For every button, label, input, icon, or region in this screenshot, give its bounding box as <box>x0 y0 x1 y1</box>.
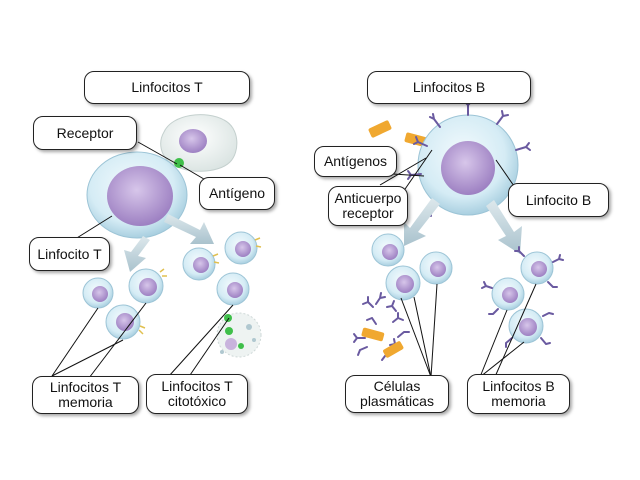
differentiation-arrow-left <box>124 236 150 272</box>
memory-t-cell <box>82 277 114 309</box>
plasma-cells-label: Células plasmáticas <box>345 375 449 413</box>
b-panel-title: Linfocitos B <box>367 71 531 104</box>
plasma-cell <box>419 251 453 285</box>
memory-b-antibodies <box>481 246 564 348</box>
plasma-cell <box>385 265 421 301</box>
memory-t-cell <box>105 304 146 340</box>
cytotoxic-t-cell <box>182 247 220 281</box>
b-leader-lines <box>360 149 537 380</box>
antigens-label: Antígenos <box>314 146 397 177</box>
b-lymphocyte-cell <box>417 114 519 216</box>
memory-b-cell <box>508 308 544 344</box>
differentiation-arrow-left <box>404 198 440 246</box>
receptor-label: Receptor <box>33 116 137 150</box>
antigen-presenting-cell <box>160 114 238 172</box>
memory-b-label: Linfocitos B memoria <box>467 374 570 414</box>
b-lymphocyte-panel <box>353 100 564 380</box>
target-cell-lysis <box>216 312 262 358</box>
antigen-particle <box>368 120 392 138</box>
memory-b-cell <box>491 277 525 311</box>
antigen-antibody-complex <box>361 327 404 358</box>
cytotoxic-t-cell <box>216 272 250 306</box>
cytotoxic-t-label: Linfocitos T citotóxico <box>146 374 248 414</box>
memory-t-cell <box>128 268 167 304</box>
memory-b-cell <box>520 251 554 285</box>
memory-t-label: Linfocitos T memoria <box>32 376 139 414</box>
t-lymphocyte-label: Linfocito T <box>29 237 110 271</box>
cytotoxic-t-cell <box>224 231 262 265</box>
t-lymphocyte-panel <box>51 114 262 379</box>
b-lymphocyte-label: Linfocito B <box>508 183 609 217</box>
antigen-label: Antígeno <box>199 177 275 210</box>
t-panel-title: Linfocitos T <box>84 71 250 104</box>
t-leader-lines <box>51 141 234 379</box>
differentiation-arrow-right <box>486 200 522 254</box>
antibody-receptor-label: Anticuerpo receptor <box>328 186 408 226</box>
plasma-cell <box>371 233 405 267</box>
differentiation-arrow-right <box>164 214 214 244</box>
